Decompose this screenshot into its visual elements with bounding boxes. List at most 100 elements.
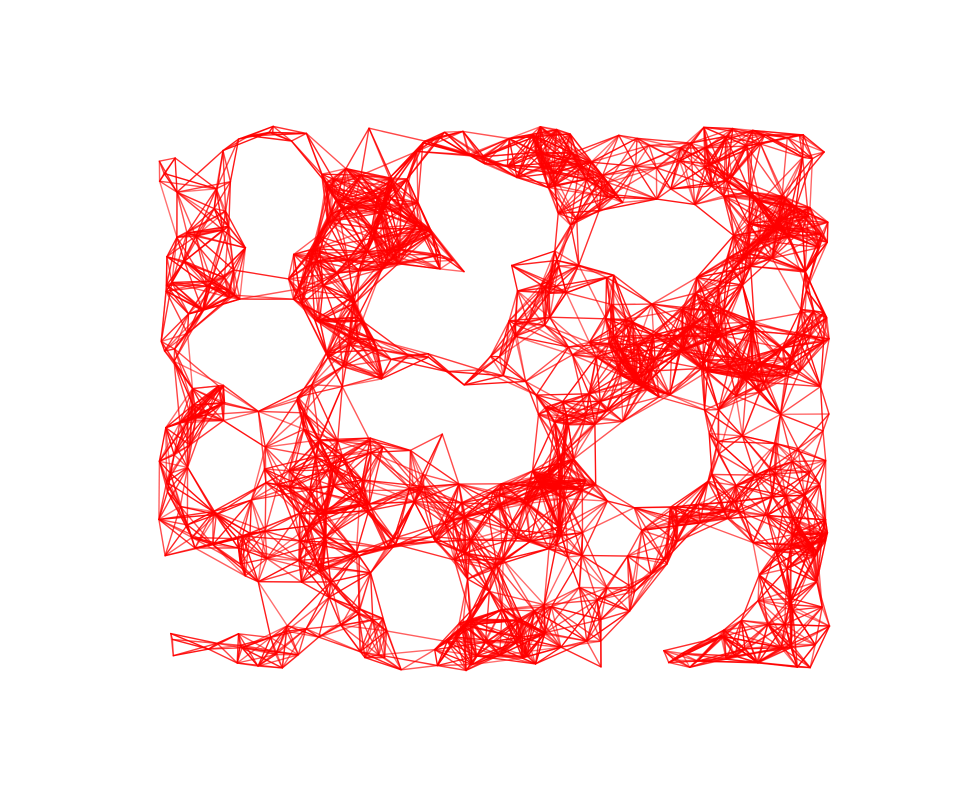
graph-edge bbox=[620, 374, 624, 423]
graph-edge bbox=[210, 225, 230, 282]
graph-edge bbox=[215, 188, 227, 212]
graph-edge bbox=[534, 151, 549, 189]
graph-edge bbox=[158, 460, 161, 521]
graph-edge bbox=[560, 646, 602, 668]
graph-edge bbox=[626, 555, 636, 593]
graph-edge bbox=[357, 613, 384, 620]
graph-edge bbox=[183, 235, 197, 262]
graph-edge bbox=[467, 137, 510, 156]
graph-edge bbox=[702, 359, 720, 411]
graph-edge bbox=[805, 289, 825, 343]
graph-edge bbox=[397, 262, 441, 270]
graph-edge bbox=[576, 196, 609, 221]
graph-edge bbox=[475, 619, 523, 657]
graph-edge bbox=[312, 221, 329, 250]
graph-edge bbox=[707, 480, 736, 503]
graph-edge bbox=[215, 138, 240, 190]
graph-edge bbox=[678, 160, 706, 169]
graph-edge bbox=[543, 483, 558, 546]
graph-edge bbox=[601, 134, 620, 177]
graph-edge bbox=[666, 521, 679, 565]
graph-edge bbox=[166, 491, 182, 508]
graph-edge bbox=[706, 364, 762, 373]
graph-edge bbox=[305, 132, 329, 190]
graph-edge bbox=[688, 515, 729, 520]
graph-edge bbox=[372, 619, 386, 659]
graph-edge bbox=[325, 509, 370, 515]
graph-edge bbox=[322, 284, 338, 323]
graph-edge bbox=[594, 400, 601, 425]
graph-edge bbox=[288, 470, 319, 516]
graph-edge bbox=[496, 564, 518, 622]
graph-edge bbox=[158, 518, 196, 549]
graph-edge bbox=[535, 135, 549, 189]
graph-edge bbox=[314, 440, 339, 458]
graph-edge bbox=[525, 503, 558, 546]
graph-edge bbox=[506, 137, 510, 168]
graph-edge bbox=[250, 489, 311, 501]
graph-edge bbox=[560, 462, 597, 486]
graph-edge bbox=[358, 250, 368, 271]
graph-edge bbox=[786, 136, 825, 153]
graph-edge bbox=[565, 152, 573, 163]
graph-edge bbox=[312, 248, 360, 271]
graph-edge bbox=[554, 250, 560, 267]
graph-edge bbox=[768, 468, 773, 498]
graph-edge bbox=[336, 303, 355, 323]
graph-edge bbox=[675, 522, 701, 543]
graph-edge bbox=[735, 395, 744, 437]
graph-edge bbox=[775, 442, 799, 450]
graph-edge bbox=[571, 335, 615, 356]
graph-edge bbox=[648, 142, 692, 147]
graph-edge bbox=[511, 264, 519, 292]
graph-edge bbox=[775, 546, 811, 552]
graph-edge bbox=[547, 186, 559, 215]
graph-edge bbox=[650, 563, 668, 575]
graph-edge bbox=[264, 412, 305, 448]
graph-edge bbox=[370, 451, 411, 489]
graph-edge bbox=[723, 629, 782, 649]
graph-edge bbox=[694, 179, 728, 206]
graph-edge bbox=[487, 490, 494, 513]
graph-edge bbox=[705, 129, 754, 149]
graph-edge bbox=[752, 541, 760, 576]
graph-edge bbox=[443, 522, 469, 580]
graph-edge bbox=[288, 487, 319, 516]
graph-edge bbox=[469, 620, 501, 656]
graph-edge bbox=[516, 290, 550, 294]
graph-edge bbox=[598, 198, 658, 212]
graph-edge bbox=[741, 284, 751, 324]
graph-edge bbox=[723, 623, 769, 631]
graph-edge bbox=[272, 131, 293, 142]
graph-edge bbox=[263, 468, 311, 491]
graph-edge bbox=[633, 507, 679, 523]
graph-edge bbox=[192, 404, 208, 416]
graph-edge bbox=[160, 313, 190, 343]
graph-edge bbox=[626, 524, 678, 557]
graph-edge bbox=[563, 498, 569, 558]
graph-edge bbox=[766, 514, 777, 552]
graph-edge bbox=[779, 413, 824, 432]
graph-edge bbox=[452, 519, 471, 541]
graph-edge bbox=[288, 439, 321, 489]
graph-edge bbox=[484, 633, 545, 644]
graph-edge bbox=[543, 544, 558, 606]
graph-edge bbox=[286, 581, 332, 627]
graph-edge bbox=[394, 543, 456, 561]
graph-edge bbox=[232, 269, 241, 300]
graph-edge bbox=[558, 526, 584, 534]
graph-edge bbox=[484, 163, 543, 169]
graph-edge bbox=[463, 369, 481, 386]
graph-edge bbox=[434, 648, 439, 667]
graph-edge bbox=[326, 212, 382, 223]
graph-edge bbox=[166, 235, 197, 258]
graph-edge bbox=[248, 125, 274, 137]
graph-edge bbox=[550, 586, 581, 608]
graph-edge bbox=[314, 318, 329, 359]
graph-edge bbox=[460, 502, 489, 513]
graph-edge bbox=[189, 419, 225, 446]
graph-edge bbox=[775, 442, 827, 462]
graph-edge bbox=[388, 536, 434, 549]
graph-edge bbox=[785, 495, 827, 521]
graph-edge bbox=[741, 284, 755, 323]
